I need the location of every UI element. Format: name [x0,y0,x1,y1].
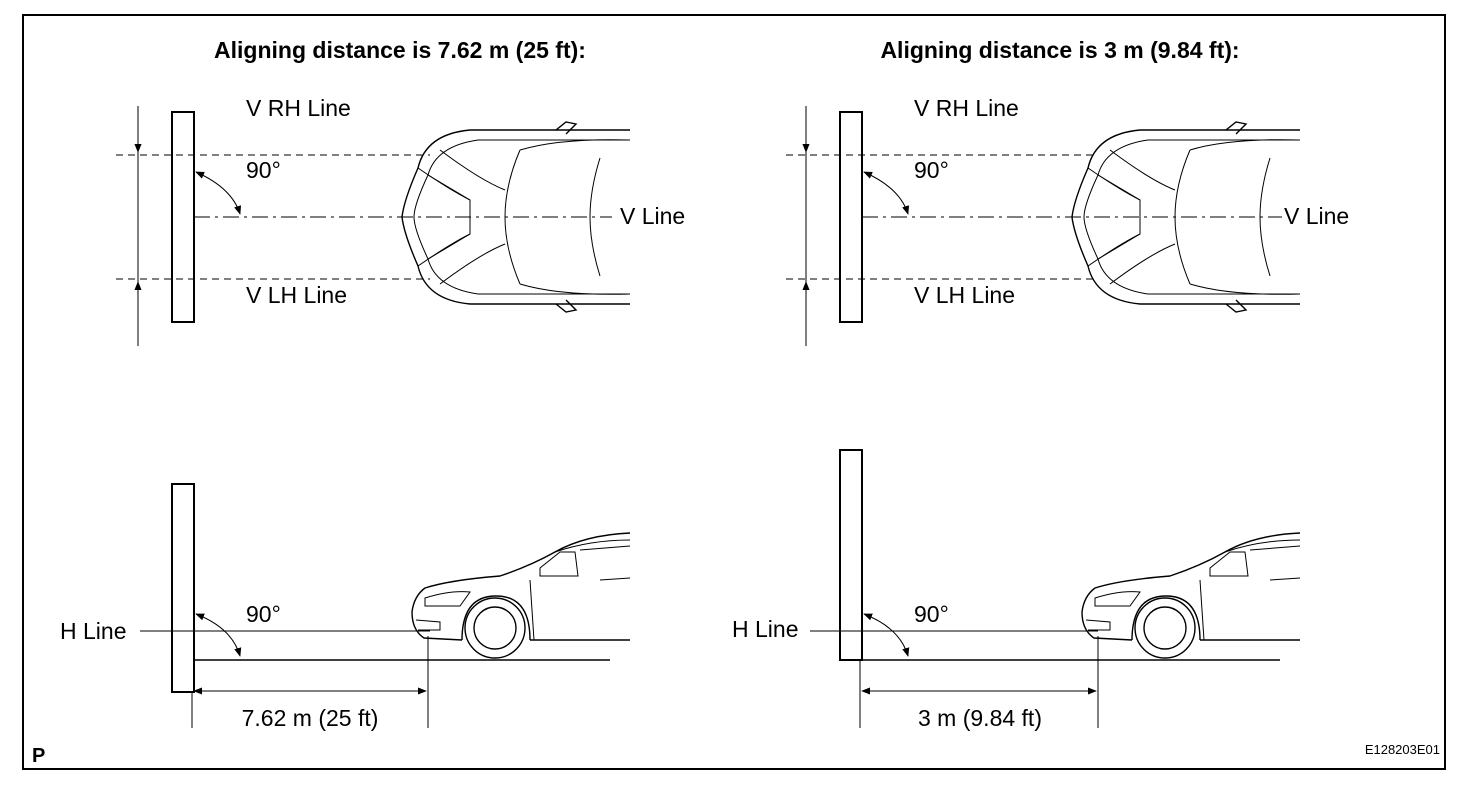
right-distance-label: 3 m (9.84 ft) [918,705,1042,731]
left-panel: Aligning distance is 7.62 m (25 ft): V R… [60,37,685,731]
left-top-view: V RH Line 90° V LH Line V Line [116,95,685,346]
left-v-line-label: V Line [620,203,685,229]
right-h-line-label: H Line [732,616,798,642]
left-side-view: H Line 90° 7.62 m (25 ft) [60,483,631,731]
right-top-view: V RH Line 90° V LH Line V Line [786,95,1349,346]
figure-code: E128203E01 [1365,742,1440,757]
right-angle-top-label: 90° [914,157,949,183]
left-v-lh-label: V LH Line [246,282,347,308]
right-v-lh-label: V LH Line [914,282,1015,308]
right-side-view: H Line 90° 3 m (9.84 ft) [732,449,1301,731]
left-distance-label: 7.62 m (25 ft) [242,705,379,731]
right-panel: Aligning distance is 3 m (9.84 ft): V RH… [732,37,1349,731]
right-angle-arc-top [863,171,910,215]
left-panel-title: Aligning distance is 7.62 m (25 ft): [214,37,586,63]
right-v-line-label: V Line [1284,203,1349,229]
left-angle-bottom-label: 90° [246,601,281,627]
left-angle-arc-top [195,171,242,215]
right-angle-bottom-label: 90° [914,601,949,627]
right-angle-arc-bottom [863,613,910,657]
left-angle-arc-bottom [195,613,242,657]
right-car-side-view [1081,532,1301,659]
left-h-line-label: H Line [60,618,126,644]
corner-mark: P [32,745,45,767]
left-car-top-view [401,121,631,313]
right-panel-title: Aligning distance is 3 m (9.84 ft): [880,37,1239,63]
left-angle-top-label: 90° [246,157,281,183]
right-v-rh-label: V RH Line [914,95,1019,121]
left-screen-top [171,111,195,323]
left-screen-side [171,483,195,693]
right-screen-side [839,449,863,661]
left-v-rh-label: V RH Line [246,95,351,121]
right-screen-top [839,111,863,323]
right-car-top-view [1071,121,1301,313]
left-car-side-view [411,532,631,659]
